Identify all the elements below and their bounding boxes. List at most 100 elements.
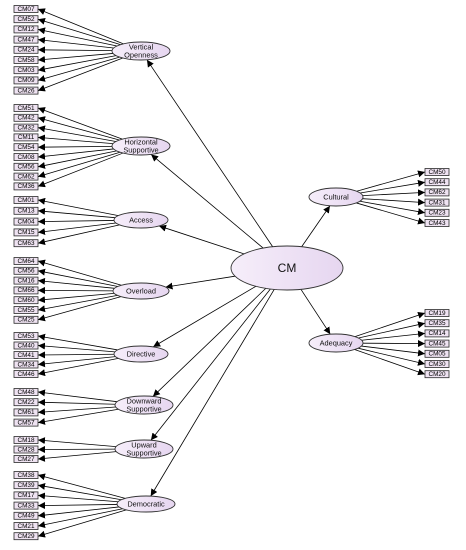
factor-ellipse	[113, 345, 169, 363]
indicator-box	[13, 15, 39, 24]
root-factor: CM	[230, 245, 344, 291]
indicator-label: CM52	[17, 16, 34, 23]
indicator-adequacy-6: CM20	[424, 370, 450, 379]
indicator-label: CM09	[17, 77, 34, 84]
indicator-upward-supportive-2: CM27	[13, 455, 39, 463]
path-cultural-to-indicator	[362, 198, 426, 206]
indicator-box	[13, 266, 39, 275]
path-downward-supportive-to-indicator	[37, 398, 116, 406]
indicator-box	[13, 66, 39, 75]
root-label: CM	[278, 261, 297, 275]
indicator-label: CM07	[17, 6, 34, 13]
indicator-horizontal-supportive-0: CM51	[13, 104, 39, 112]
indicator-box	[13, 182, 39, 191]
indicator-label: CM24	[17, 47, 34, 54]
factor-label: Adequacy	[320, 339, 353, 348]
indicator-label: CM44	[428, 179, 445, 186]
indicator-directive-0: CM53	[13, 332, 39, 340]
path-cm-to-horizontal-supportive	[150, 154, 264, 249]
indicator-label: CM35	[428, 320, 445, 327]
indicator-label: CM62	[17, 173, 34, 180]
indicator-label: CM55	[17, 307, 34, 314]
indicator-horizontal-supportive-6: CM56	[13, 162, 39, 171]
indicator-horizontal-supportive-3: CM11	[13, 133, 39, 142]
indicator-cultural-4: CM23	[424, 208, 450, 217]
path-cm-to-downward-supportive	[152, 288, 267, 397]
factor-label: Downward	[127, 397, 162, 406]
indicator-democratic-3: CM33	[13, 501, 39, 510]
factor-directive: Directive	[113, 345, 169, 363]
indicator-box	[13, 86, 39, 95]
indicator-box	[13, 196, 39, 204]
indicator-box	[13, 296, 39, 305]
indicator-label: CM33	[17, 502, 34, 509]
indicator-label: CM08	[17, 154, 34, 161]
path-horizontal-supportive-to-indicator	[37, 148, 114, 160]
indicator-adequacy-0: CM19	[424, 309, 450, 317]
indicator-box	[13, 341, 39, 350]
factor-label: Access	[129, 216, 153, 225]
indicator-box	[13, 445, 39, 454]
indicator-vertical-openness-4: CM24	[13, 45, 39, 54]
path-overload-to-indicator	[37, 292, 115, 304]
indicator-label: CM38	[17, 472, 34, 479]
path-cm-to-cultural	[301, 205, 331, 247]
indicator-box	[424, 370, 450, 379]
path-horizontal-supportive-to-indicator	[37, 151, 121, 178]
indicator-overload-6: CM25	[13, 315, 39, 324]
indicator-vertical-openness-3: CM47	[13, 35, 39, 44]
indicator-label: CM19	[428, 310, 445, 317]
indicator-horizontal-supportive-1: CM42	[13, 113, 39, 122]
factor-ellipse	[114, 439, 174, 459]
indicator-box	[424, 168, 450, 176]
indicator-label: CM42	[17, 115, 34, 122]
path-directive-to-indicator	[37, 342, 116, 353]
path-cm-to-access	[158, 224, 245, 255]
indicator-box	[13, 143, 39, 152]
path-horizontal-supportive-to-indicator	[37, 143, 113, 151]
factor-cultural: Cultural	[308, 187, 364, 207]
indicator-box	[13, 123, 39, 132]
indicator-label: CM58	[17, 57, 34, 64]
indicator-box	[13, 408, 39, 417]
indicator-label: CM27	[17, 456, 34, 463]
indicator-box	[13, 56, 39, 64]
indicator-label: CM13	[17, 208, 34, 215]
indicator-box	[424, 360, 450, 368]
path-upward-supportive-to-indicator	[37, 437, 117, 448]
factor-democratic: Democratic	[116, 495, 176, 513]
indicator-label: CM62	[428, 189, 445, 196]
path-horizontal-supportive-to-indicator	[37, 134, 114, 145]
indicator-label: CM30	[428, 361, 445, 368]
indicator-label: CM51	[17, 105, 34, 112]
factor-label: Supportive	[123, 146, 158, 155]
indicator-overload-0: CM64	[13, 257, 39, 265]
indicator-access-4: CM63	[13, 239, 39, 248]
indicator-overload-5: CM55	[13, 306, 39, 314]
path-vertical-openness-to-indicator	[37, 36, 114, 49]
indicator-label: CM48	[17, 389, 34, 396]
indicator-access-0: CM01	[13, 196, 39, 204]
path-horizontal-supportive-to-indicator	[37, 116, 120, 141]
path-access-to-indicator	[37, 224, 120, 246]
path-vertical-openness-to-indicator	[37, 57, 123, 92]
path-democratic-to-indicator	[37, 482, 122, 501]
path-directive-to-indicator	[37, 351, 115, 359]
indicator-label: CM34	[17, 361, 34, 368]
path-overload-to-indicator	[37, 277, 115, 289]
indicator-cultural-3: CM31	[424, 198, 450, 207]
path-cultural-to-indicator	[362, 189, 426, 197]
path-vertical-openness-to-indicator	[37, 53, 114, 63]
indicator-label: CM64	[17, 258, 34, 265]
indicator-box	[13, 5, 39, 13]
indicator-box	[424, 198, 450, 207]
indicator-box	[13, 522, 39, 530]
indicator-adequacy-2: CM14	[424, 329, 450, 338]
indicator-horizontal-supportive-2: CM32	[13, 123, 39, 132]
indicator-box	[13, 491, 39, 500]
indicator-label: CM41	[17, 352, 34, 359]
path-overload-to-indicator	[37, 296, 122, 322]
